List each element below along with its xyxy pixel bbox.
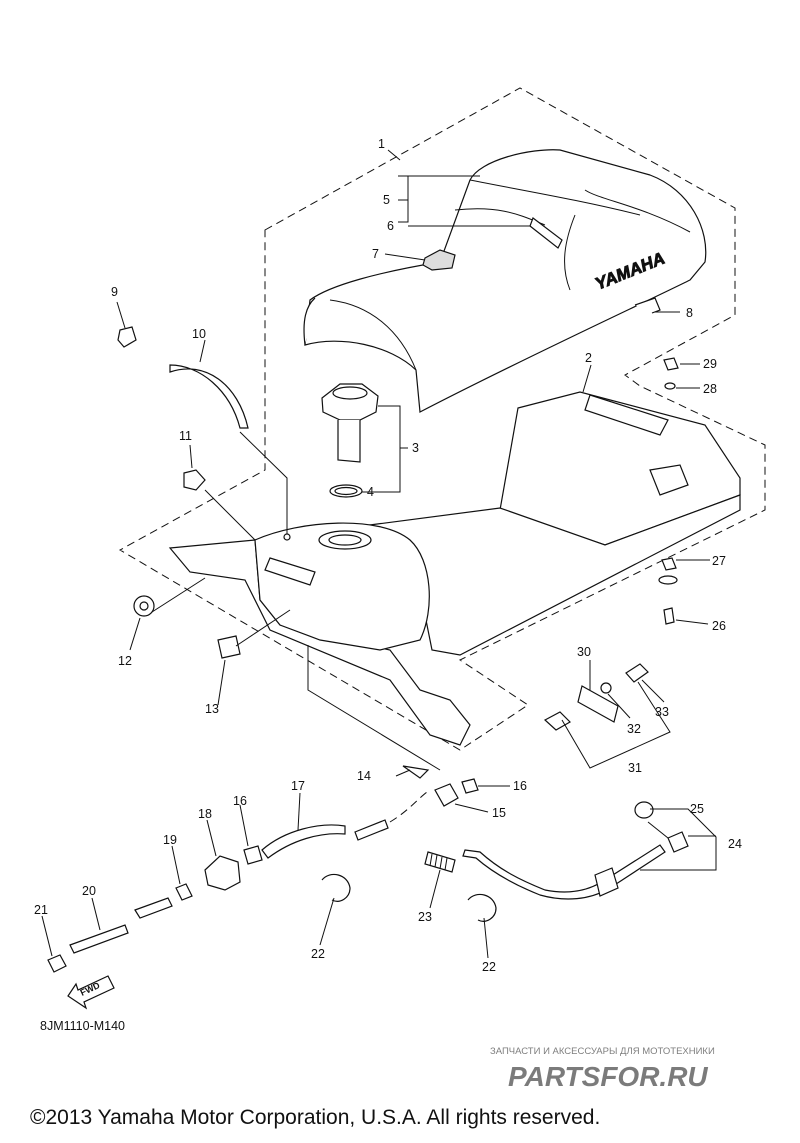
callout-22-left: 22 <box>311 947 325 961</box>
joint-16-upper <box>461 778 479 794</box>
vent-hose <box>169 364 249 429</box>
callout-31: 31 <box>628 761 642 775</box>
callout-13: 13 <box>205 702 219 716</box>
callout-24: 24 <box>728 837 742 851</box>
clamp-14 <box>402 765 430 779</box>
bolt-26 <box>663 607 675 625</box>
seat-cushion <box>303 149 707 413</box>
nut-29 <box>663 357 679 371</box>
callout-16-upper: 16 <box>513 779 527 793</box>
callout-29: 29 <box>703 357 717 371</box>
fuel-hose <box>261 824 346 859</box>
callout-labels: 1 2 3 4 5 6 7 8 9 10 11 12 13 14 15 16 1… <box>34 137 742 974</box>
washer-27 <box>658 575 678 585</box>
callout-5: 5 <box>383 193 390 207</box>
fitting-19 <box>175 883 193 901</box>
hose-20 <box>134 897 173 919</box>
callout-8: 8 <box>686 306 693 320</box>
callout-30: 30 <box>577 645 591 659</box>
callout-19: 19 <box>163 833 177 847</box>
callout-26: 26 <box>712 619 726 633</box>
callout-18: 18 <box>198 807 212 821</box>
cap-nut <box>183 469 206 491</box>
callout-32: 32 <box>627 722 641 736</box>
callout-14: 14 <box>357 769 371 783</box>
seat-patch <box>422 249 456 271</box>
screw-33 <box>625 663 649 683</box>
callout-27: 27 <box>712 554 726 568</box>
callout-33: 33 <box>655 705 669 719</box>
callout-21: 21 <box>34 903 48 917</box>
seat-frame <box>168 391 741 746</box>
diagram-code: 8JM1110-M140 <box>40 1019 125 1033</box>
callout-15: 15 <box>492 806 506 820</box>
washer-28 <box>664 382 676 390</box>
fuel-cock <box>434 783 459 807</box>
callout-7: 7 <box>372 247 379 261</box>
nut-32 <box>600 682 612 694</box>
vent-hole <box>283 533 291 541</box>
copyright-text: ©2013 Yamaha Motor Corporation, U.S.A. A… <box>30 1106 600 1129</box>
fitting-31 <box>543 711 571 731</box>
callout-22-right: 22 <box>482 960 496 974</box>
bracket <box>577 685 619 723</box>
callout-10: 10 <box>192 327 206 341</box>
fuel-filter <box>204 855 241 891</box>
joint-16-lower <box>243 845 263 865</box>
clip-21 <box>47 954 67 973</box>
spring <box>424 851 456 873</box>
callout-20: 20 <box>82 884 96 898</box>
callout-16-lower: 16 <box>233 794 247 808</box>
clamp-22-right <box>467 893 497 922</box>
callout-12: 12 <box>118 654 132 668</box>
callout-28: 28 <box>703 382 717 396</box>
callout-2: 2 <box>585 351 592 365</box>
callout-11: 11 <box>179 429 192 443</box>
label-plate <box>217 635 241 659</box>
callout-4: 4 <box>367 485 374 499</box>
leader-lines <box>41 149 717 959</box>
callout-17: 17 <box>291 779 305 793</box>
callout-9: 9 <box>111 285 118 299</box>
callout-23: 23 <box>418 910 432 924</box>
nut-27 <box>661 557 677 571</box>
seat-strap <box>529 217 563 249</box>
watermark-tagline: ЗАПЧАСТИ И АКСЕССУАРЫ ДЛЯ МОТОТЕХНИКИ <box>490 1046 715 1057</box>
filler-cap <box>321 383 379 463</box>
watermark-logo: PARTSFOR.RU <box>508 1061 708 1092</box>
watermark: ЗАПЧАСТИ И АКСЕССУАРЫ ДЛЯ МОТОТЕХНИКИ PA… <box>490 1046 715 1092</box>
seat-assembly-boundary <box>118 87 766 751</box>
clamp-22-left <box>321 873 351 902</box>
fwd-arrow: FWD <box>67 975 115 1010</box>
callout-6: 6 <box>387 219 394 233</box>
grommet <box>117 326 137 348</box>
callout-25: 25 <box>690 802 704 816</box>
side-window <box>264 557 316 586</box>
choke-cable <box>462 844 666 900</box>
callout-3: 3 <box>412 441 419 455</box>
callout-1: 1 <box>378 137 385 151</box>
knob <box>634 801 654 819</box>
